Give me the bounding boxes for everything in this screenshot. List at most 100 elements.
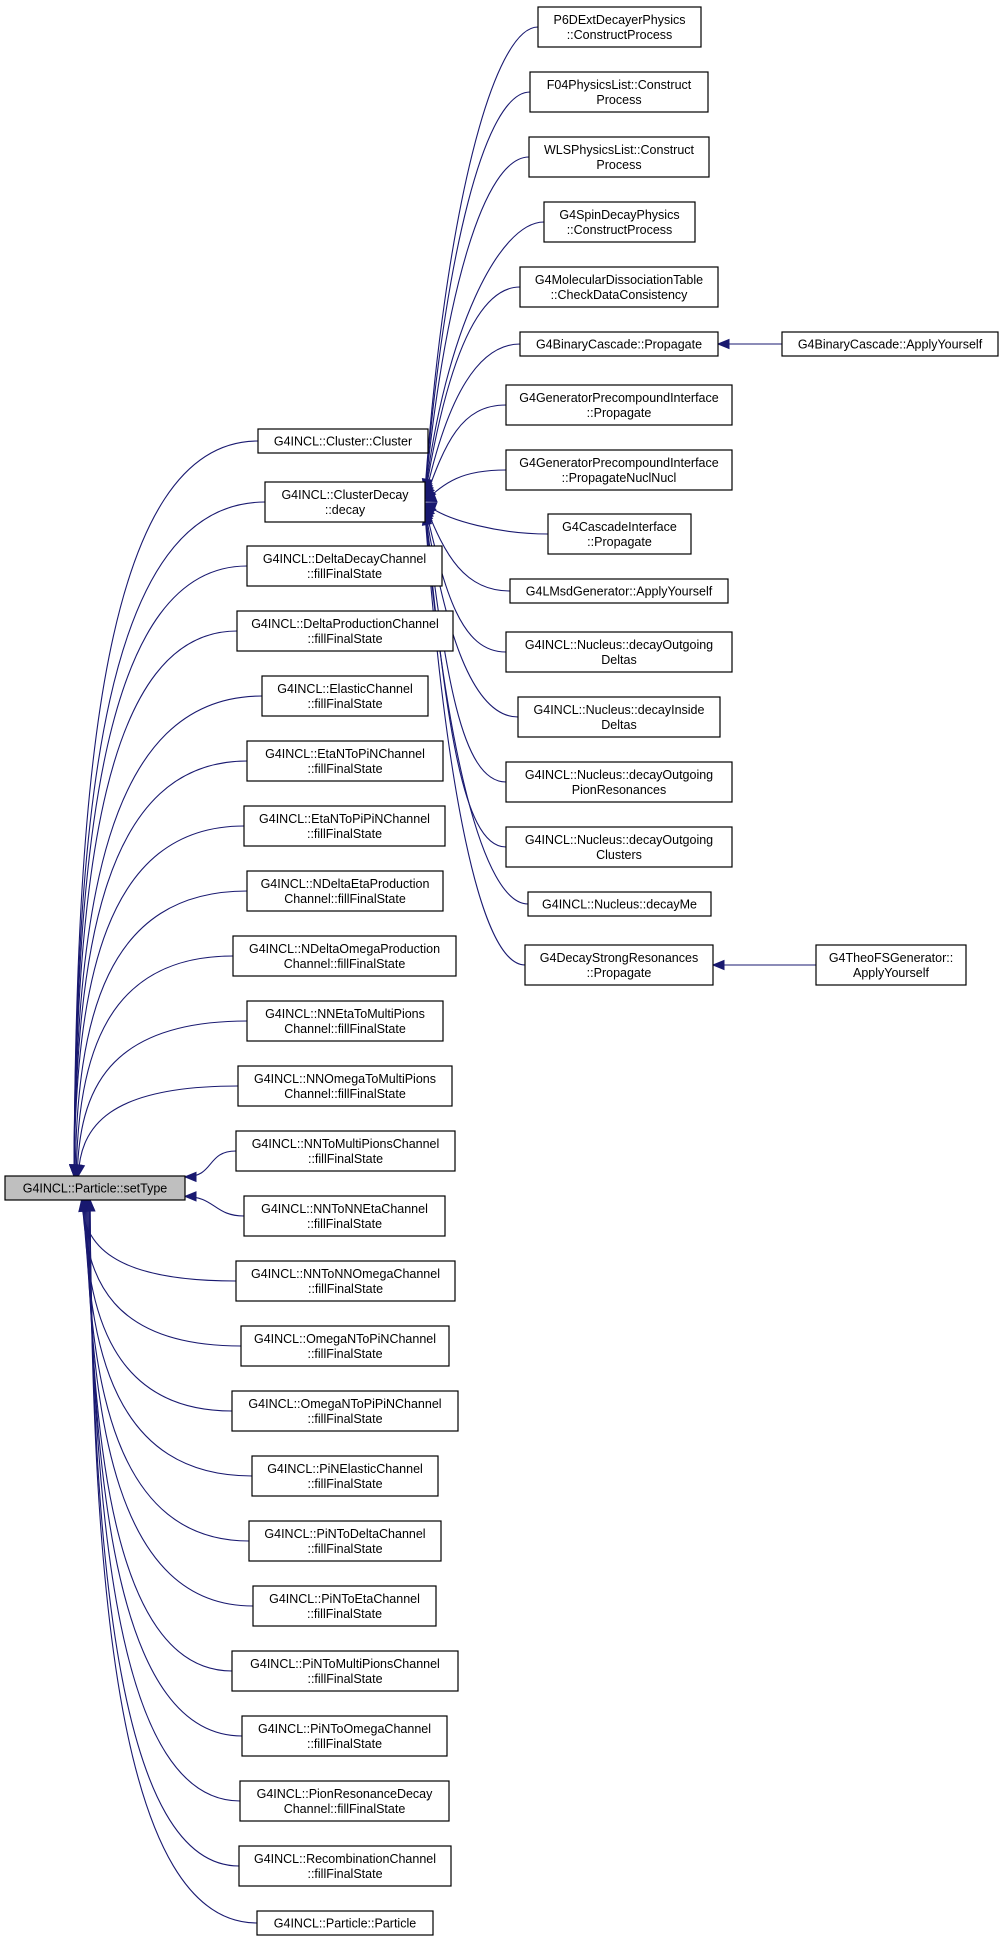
arrowhead: [74, 1163, 86, 1178]
node-label: G4INCL::DeltaDecayChannel: [263, 552, 426, 566]
node-label: G4INCL::RecombinationChannel: [254, 1852, 436, 1866]
node-ndeltaomega[interactable]: G4INCL::NDeltaOmegaProductionChannel::fi…: [232, 935, 457, 977]
edge-line: [424, 156, 530, 494]
node-deltadecay[interactable]: G4INCL::DeltaDecayChannel::fillFinalStat…: [246, 545, 443, 587]
node-label: WLSPhysicsList::Construct: [544, 143, 695, 157]
node-pintomulti[interactable]: G4INCL::PiNToMultiPionsChannel::fillFina…: [231, 1650, 459, 1692]
node-nnomegamulti[interactable]: G4INCL::NNOmegaToMultiPionsChannel::fill…: [237, 1065, 453, 1107]
node-genpropnn[interactable]: G4GeneratorPrecompoundInterface::Propaga…: [505, 449, 733, 491]
edge-line: [424, 404, 507, 500]
edge-genpropnn-to-clusterdecay: [423, 469, 507, 502]
arrowhead: [423, 492, 438, 502]
node-pintoeta[interactable]: G4INCL::PiNToEtaChannel::fillFinalState: [252, 1585, 437, 1627]
node-box: [517, 696, 721, 738]
node-nnetamulti[interactable]: G4INCL::NNEtaToMultiPionsChannel::fillFi…: [246, 1000, 444, 1042]
node-label: G4INCL::Nucleus::decayOutgoing: [525, 833, 713, 847]
node-box: [246, 1000, 444, 1042]
node-label: Deltas: [601, 653, 636, 667]
edge-nnetamulti-to-root: [72, 1020, 248, 1178]
node-label: Channel::fillFinalState: [284, 1802, 406, 1816]
node-wls[interactable]: WLSPhysicsList::ConstructProcess: [528, 136, 710, 178]
node-label: G4INCL::NDeltaOmegaProduction: [249, 942, 440, 956]
node-box: [238, 1845, 452, 1887]
node-ndeltaeta[interactable]: G4INCL::NDeltaEtaProductionChannel::fill…: [246, 870, 444, 912]
edge-line: [424, 502, 549, 535]
node-label: ::fillFinalState: [308, 1282, 383, 1296]
node-genprop[interactable]: G4GeneratorPrecompoundInterface::Propaga…: [505, 384, 733, 426]
node-pinelastic[interactable]: G4INCL::PiNElasticChannel::fillFinalStat…: [251, 1455, 439, 1497]
node-pintoomega[interactable]: G4INCL::PiNToOmegaChannel::fillFinalStat…: [241, 1715, 448, 1757]
node-label: G4INCL::Nucleus::decayOutgoing: [525, 768, 713, 782]
node-decayoutpion[interactable]: G4INCL::Nucleus::decayOutgoingPionResona…: [505, 761, 733, 803]
node-p6dext[interactable]: P6DExtDecayerPhysics::ConstructProcess: [537, 6, 702, 48]
node-elastic[interactable]: G4INCL::ElasticChannel::fillFinalState: [261, 675, 429, 717]
node-nntomulti[interactable]: G4INCL::NNToMultiPionsChannel::fillFinal…: [235, 1130, 456, 1172]
edge-clusterdecay-to-root: [68, 501, 266, 1178]
node-label: G4INCL::Nucleus::decayOutgoing: [525, 638, 713, 652]
node-clusterdecay[interactable]: G4INCL::ClusterDecay::decay: [264, 481, 426, 523]
node-decaystrong[interactable]: G4DecayStrongResonances::Propagate: [524, 944, 714, 986]
node-omegantopipin[interactable]: G4INCL::OmegaNToPiPiNChannel::fillFinalS…: [231, 1390, 459, 1432]
edge-line: [84, 1199, 253, 1477]
node-label: ::fillFinalState: [308, 1152, 383, 1166]
node-f04[interactable]: F04PhysicsList::ConstructProcess: [529, 71, 709, 113]
node-cluster[interactable]: G4INCL::Cluster::Cluster: [257, 428, 429, 454]
node-spindecay[interactable]: G4SpinDecayPhysics::ConstructProcess: [543, 201, 696, 243]
node-box: [524, 944, 714, 986]
node-nntonneta[interactable]: G4INCL::NNToNNEtaChannel::fillFinalState: [243, 1195, 446, 1237]
node-box: [509, 578, 729, 604]
node-binapply[interactable]: G4BinaryCascade::ApplyYourself: [781, 331, 999, 357]
edge-particle-to-root: [84, 1198, 258, 1924]
node-label: G4INCL::Nucleus::decayMe: [542, 898, 697, 912]
node-label: G4INCL::Particle::Particle: [274, 1917, 416, 1931]
edge-line: [82, 1199, 242, 1347]
node-label: Process: [596, 93, 641, 107]
node-box: [236, 610, 454, 652]
node-label: G4SpinDecayPhysics: [559, 208, 679, 222]
node-label: G4INCL::ClusterDecay: [281, 488, 409, 502]
node-label: ::fillFinalState: [307, 1607, 382, 1621]
node-label: G4INCL::Cluster::Cluster: [274, 435, 412, 449]
node-pionresonance[interactable]: G4INCL::PionResonanceDecayChannel::fillF…: [239, 1780, 450, 1822]
node-label: G4INCL::OmegaNToPiNChannel: [254, 1332, 436, 1346]
edge-line: [73, 565, 248, 1177]
node-label: G4INCL::OmegaNToPiPiNChannel: [248, 1397, 441, 1411]
node-label: ::fillFinalState: [307, 1542, 382, 1556]
node-label: G4INCL::PiNToEtaChannel: [269, 1592, 420, 1606]
node-box: [264, 481, 426, 523]
node-cascadeprop[interactable]: G4CascadeInterface::Propagate: [547, 513, 692, 555]
node-box: [243, 1195, 446, 1237]
edge-line: [77, 1085, 239, 1177]
edge-line: [424, 91, 531, 492]
node-deltaproduction[interactable]: G4INCL::DeltaProductionChannel::fillFina…: [236, 610, 454, 652]
node-theofs[interactable]: G4TheoFSGenerator::ApplyYourself: [815, 944, 967, 986]
node-moldiss[interactable]: G4MolecularDissociationTable::CheckDataC…: [519, 266, 719, 308]
edge-line: [87, 1199, 233, 1672]
node-recombination[interactable]: G4INCL::RecombinationChannel::fillFinalS…: [238, 1845, 452, 1887]
node-pintodelta[interactable]: G4INCL::PiNToDeltaChannel::fillFinalStat…: [248, 1520, 442, 1562]
edge-line: [73, 695, 263, 1177]
node-omegantopin[interactable]: G4INCL::OmegaNToPiNChannel::fillFinalSta…: [240, 1325, 450, 1367]
node-nntonnomega[interactable]: G4INCL::NNToNNOmegaChannel::fillFinalSta…: [235, 1260, 456, 1302]
edge-nntonnomega-to-root: [78, 1198, 237, 1282]
edge-ndeltaomega-to-root: [71, 955, 234, 1178]
node-lmsd[interactable]: G4LMsdGenerator::ApplyYourself: [509, 578, 729, 604]
edge-line: [86, 1199, 254, 1607]
node-etantopipin[interactable]: G4INCL::EtaNToPiPiNChannel::fillFinalSta…: [243, 805, 446, 847]
node-label: G4INCL::NNToNNEtaChannel: [261, 1202, 428, 1216]
node-particle[interactable]: G4INCL::Particle::Particle: [256, 1910, 434, 1936]
node-label: G4INCL::PiNElasticChannel: [267, 1462, 423, 1476]
node-binprop[interactable]: G4BinaryCascade::Propagate: [519, 331, 719, 357]
node-box: [537, 6, 702, 48]
node-decayme[interactable]: G4INCL::Nucleus::decayMe: [527, 891, 712, 917]
edge-nntonneta-to-root: [183, 1191, 245, 1217]
edge-line: [89, 1199, 241, 1802]
node-root[interactable]: G4INCL::Particle::setType: [4, 1175, 186, 1201]
node-label: ::fillFinalState: [307, 1737, 382, 1751]
node-box: [240, 1325, 450, 1367]
node-etantopin[interactable]: G4INCL::EtaNToPiNChannel::fillFinalState: [246, 740, 444, 782]
node-label: ::fillFinalState: [307, 827, 382, 841]
